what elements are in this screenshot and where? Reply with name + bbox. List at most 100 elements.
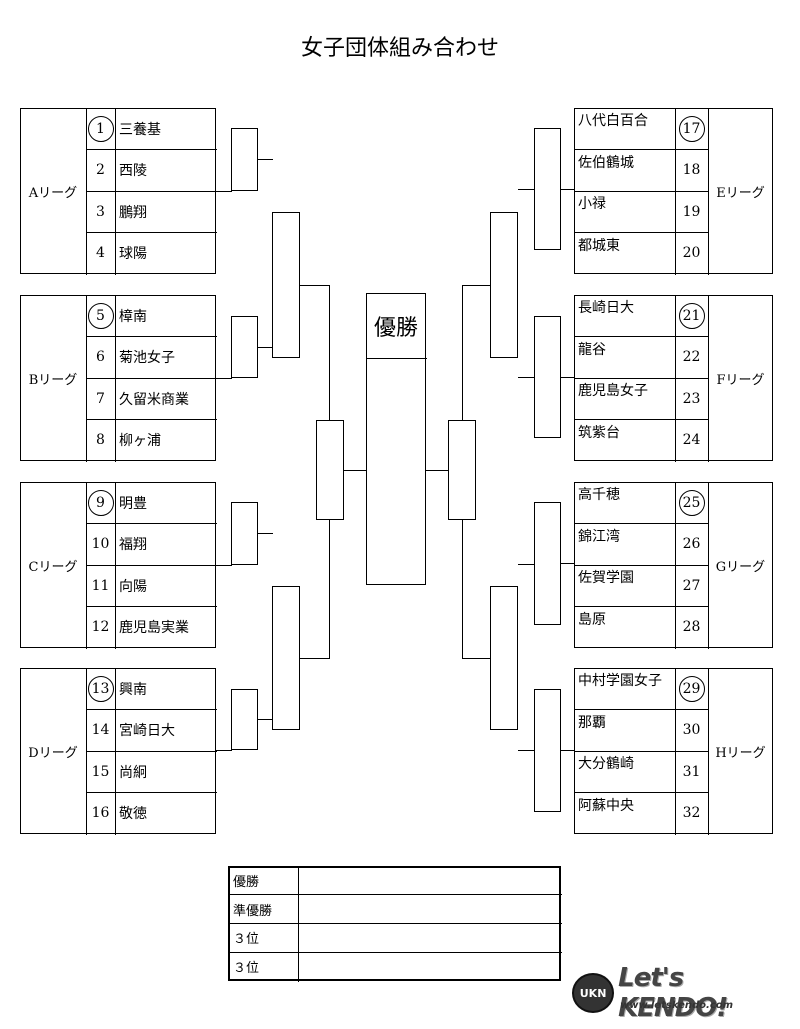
seed-circle: 13 — [87, 675, 114, 702]
seed-circle: 9 — [87, 489, 114, 516]
row-divider — [86, 606, 217, 607]
team-name: 福翔 — [119, 537, 147, 554]
bracket-line — [461, 520, 463, 659]
bracket-line — [561, 563, 575, 564]
league-divider — [707, 108, 709, 275]
seed-circle: 25 — [678, 489, 705, 516]
team-number: 19 — [682, 203, 701, 220]
bracket-line — [328, 520, 330, 659]
bracket-line — [216, 564, 232, 566]
bracket-line — [216, 377, 232, 379]
team-name: 久留米商業 — [119, 391, 189, 408]
team-number: 24 — [682, 432, 701, 449]
team-number: 26 — [682, 536, 701, 553]
team-number: 30 — [682, 722, 701, 739]
champion-divider — [366, 357, 427, 359]
team-name: 鹿児島実業 — [119, 620, 189, 637]
bracket-box — [231, 128, 258, 191]
team-number: 27 — [682, 577, 701, 594]
team-number: 16 — [91, 805, 110, 822]
bracket-box — [534, 689, 561, 812]
bracket-box — [231, 316, 258, 378]
team-number: 21 — [675, 295, 708, 337]
team-name: 鵬翔 — [119, 204, 147, 221]
bracket-line — [258, 346, 273, 348]
league-c-name: Cリーグ — [28, 559, 78, 575]
team-number: 13 — [86, 668, 115, 710]
row-divider — [86, 232, 217, 233]
team-name: 西陵 — [119, 163, 147, 180]
row-divider — [574, 750, 709, 752]
row-divider — [574, 792, 709, 793]
row-divider — [86, 377, 217, 379]
row-divider — [86, 419, 217, 420]
bracket-box — [231, 502, 258, 565]
team-number: 5 — [86, 295, 115, 337]
bracket-box — [448, 420, 476, 520]
team-number: 31 — [682, 763, 701, 780]
team-number: 3 — [96, 203, 105, 220]
row-divider — [574, 190, 709, 192]
team-number: 15 — [91, 763, 110, 780]
bracket-box — [534, 502, 561, 625]
team-name: 三養基 — [119, 121, 161, 138]
league-h-name: Hリーグ — [715, 745, 766, 761]
team-name: 鹿児島女子 — [578, 383, 648, 399]
page-title: 女子団体組み合わせ — [300, 36, 499, 61]
seed-circle: 29 — [678, 675, 705, 702]
row-divider — [574, 709, 709, 710]
team-name: 興南 — [119, 681, 147, 698]
league-divider — [114, 668, 116, 835]
row-divider — [86, 190, 217, 192]
team-number: 11 — [91, 577, 110, 594]
league-divider — [674, 668, 676, 835]
league-divider — [114, 295, 116, 462]
result-value — [298, 866, 561, 895]
league-divider — [85, 668, 87, 835]
result-value — [298, 895, 561, 924]
bracket-line — [300, 284, 330, 286]
result-label: ３位 — [233, 961, 260, 977]
team-number: 29 — [675, 668, 708, 710]
team-name: 阿蘇中央 — [578, 797, 634, 814]
league-divider — [674, 295, 676, 462]
bracket-line — [426, 469, 449, 471]
row-divider — [86, 564, 217, 566]
team-number: 18 — [682, 162, 701, 179]
team-name: 佐賀学園 — [578, 570, 634, 586]
team-number: 6 — [96, 349, 105, 366]
team-name: 八代白百合 — [578, 113, 648, 129]
logo-url: www.letskendo.com — [620, 1000, 734, 1011]
league-g-name: Gリーグ — [715, 559, 766, 575]
bracket-line — [561, 188, 575, 190]
league-f-name: Fリーグ — [716, 372, 765, 388]
team-number: 17 — [675, 108, 708, 150]
league-divider — [85, 295, 87, 462]
row-divider — [86, 149, 217, 150]
bracket-line — [462, 657, 491, 659]
bracket-line — [216, 749, 232, 751]
row-divider — [574, 336, 709, 337]
bracket-line — [344, 469, 367, 471]
league-divider — [114, 108, 116, 275]
team-name: 島原 — [578, 611, 606, 628]
bracket-line — [258, 719, 273, 720]
team-number: 12 — [91, 619, 110, 636]
team-name: 尚絅 — [119, 764, 147, 781]
team-number: 8 — [96, 432, 105, 449]
league-divider — [707, 482, 709, 649]
row-divider — [574, 606, 709, 607]
team-number: 2 — [96, 162, 105, 179]
seed-circle: 1 — [87, 115, 114, 142]
league-divider — [707, 295, 709, 462]
team-number: 4 — [96, 245, 105, 262]
league-divider — [674, 108, 676, 275]
row-divider — [574, 232, 709, 233]
bracket-line — [216, 190, 232, 192]
team-number: 25 — [675, 482, 708, 524]
bracket-line — [561, 750, 575, 751]
bracket-box — [316, 420, 344, 520]
row-divider — [574, 419, 709, 420]
ukn-badge-icon: UKN — [572, 973, 615, 1013]
